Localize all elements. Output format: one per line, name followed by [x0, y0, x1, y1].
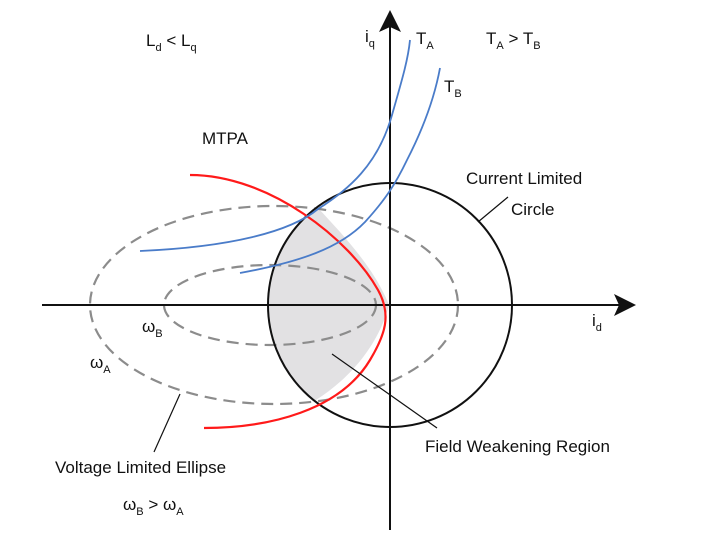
- omega-a-label: ωA: [90, 353, 111, 376]
- field-weakening-region: [268, 190, 389, 400]
- current-circle-label-line2: Circle: [511, 200, 554, 219]
- inductance-condition: Ld < Lq: [146, 31, 197, 54]
- current-circle-leader: [477, 196, 509, 223]
- iq-axis-arrowhead: [379, 10, 401, 32]
- torque-b-label: TB: [444, 77, 462, 100]
- torque-condition: TA > TB: [486, 29, 541, 52]
- mtpa-curve: [189, 173, 387, 430]
- field-weakening-region-fill: [268, 190, 389, 400]
- voltage-ellipse-label: Voltage Limited Ellipse: [55, 458, 226, 477]
- torque-a-label: TA: [416, 29, 434, 52]
- id-axis-arrowhead: [614, 294, 636, 316]
- speed-condition: ωB > ωA: [123, 495, 184, 518]
- omega-b-label: ωB: [142, 317, 163, 340]
- mtpa-label: MTPA: [202, 129, 249, 148]
- iq-axis-label: iq: [365, 27, 375, 50]
- field-weakening-leader: [331, 353, 438, 429]
- field-weakening-label: Field Weakening Region: [425, 437, 610, 456]
- current-circle-label-line1: Current Limited: [466, 169, 582, 188]
- torque-curve-ta: [139, 39, 411, 252]
- torque-curve-tb: [239, 67, 441, 274]
- voltage-ellipse-leader: [153, 393, 181, 453]
- id-axis-label: id: [592, 311, 602, 334]
